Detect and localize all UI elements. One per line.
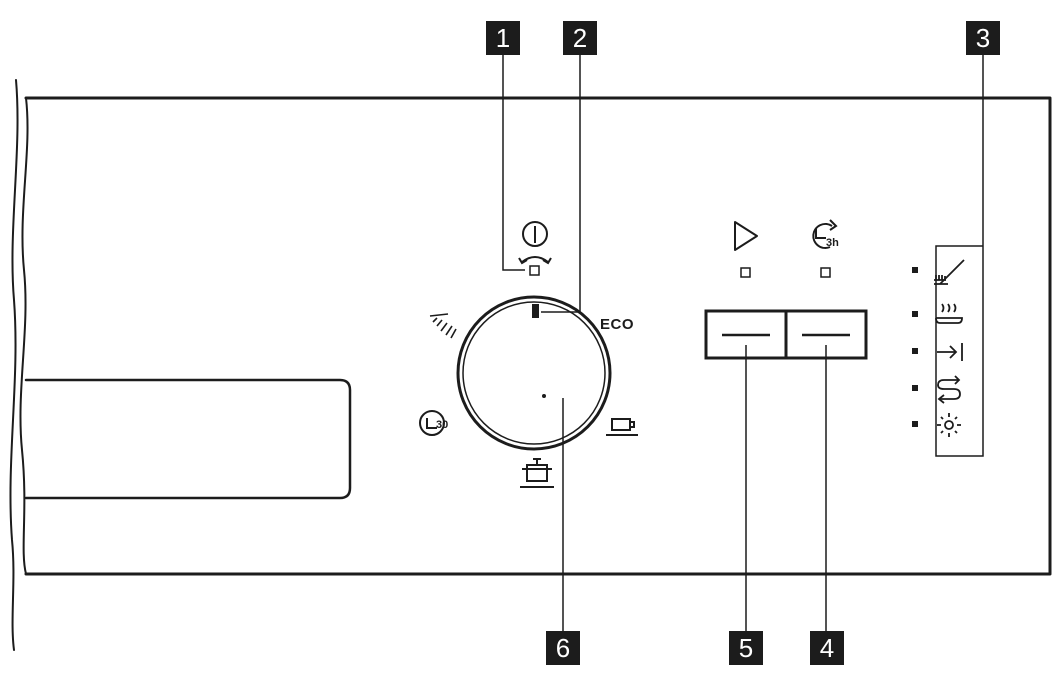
- play-icon: [734, 221, 758, 251]
- delay-indicator: [820, 267, 831, 278]
- rotate-arrows-icon: [518, 256, 552, 265]
- callout-3: 3: [966, 21, 1000, 55]
- eco-label: ECO: [600, 316, 635, 333]
- on-off-indicator: [529, 265, 540, 276]
- power-icon: [522, 221, 548, 247]
- end-wash-brush-icon: [934, 259, 965, 285]
- delay-3h-icon: [812, 219, 838, 249]
- drying-icon: [935, 303, 963, 324]
- start-button[interactable]: [706, 311, 782, 358]
- pot-icon: [520, 458, 554, 488]
- salt-sun-icon: [937, 413, 961, 437]
- leader-line-1: [502, 55, 525, 271]
- cup-icon: [606, 418, 638, 436]
- indicator-dots: [912, 267, 918, 427]
- callout-4-label: 4: [819, 633, 835, 663]
- callout-1: 1: [486, 21, 520, 55]
- callout-5-label: 5: [738, 633, 754, 663]
- panel-wavy-edge: [19, 97, 29, 575]
- eco-marker-icon: [532, 304, 539, 318]
- program-dial-outer: [456, 295, 612, 451]
- quick-30-label: 30: [436, 419, 448, 431]
- callout-6: 6: [546, 631, 580, 665]
- callout-4: 4: [810, 631, 844, 665]
- prewash-spray-icon: [429, 313, 457, 339]
- display-window: [24, 378, 352, 500]
- panel-left-edge: [9, 79, 19, 651]
- callout-1-label: 1: [495, 23, 511, 53]
- leader-line-2: [541, 55, 581, 313]
- delay-start-button[interactable]: [786, 311, 862, 358]
- rinse-aid-icon: [937, 375, 961, 404]
- dial-center-dot: [542, 394, 546, 398]
- callout-3-label: 3: [975, 23, 991, 53]
- callout-5: 5: [729, 631, 763, 665]
- callout-2-label: 2: [572, 23, 588, 53]
- callout-2: 2: [563, 21, 597, 55]
- leader-line-3: [935, 55, 984, 457]
- program-dial-inner: [462, 301, 606, 445]
- panel-outline: [24, 96, 1052, 576]
- callout-6-label: 6: [555, 633, 571, 663]
- start-indicator: [740, 267, 751, 278]
- arrow-to-end-icon: [937, 343, 963, 361]
- delay-3h-label: 3h: [826, 237, 839, 249]
- quick-30-icon: [419, 410, 445, 436]
- program-dial[interactable]: [458, 297, 610, 449]
